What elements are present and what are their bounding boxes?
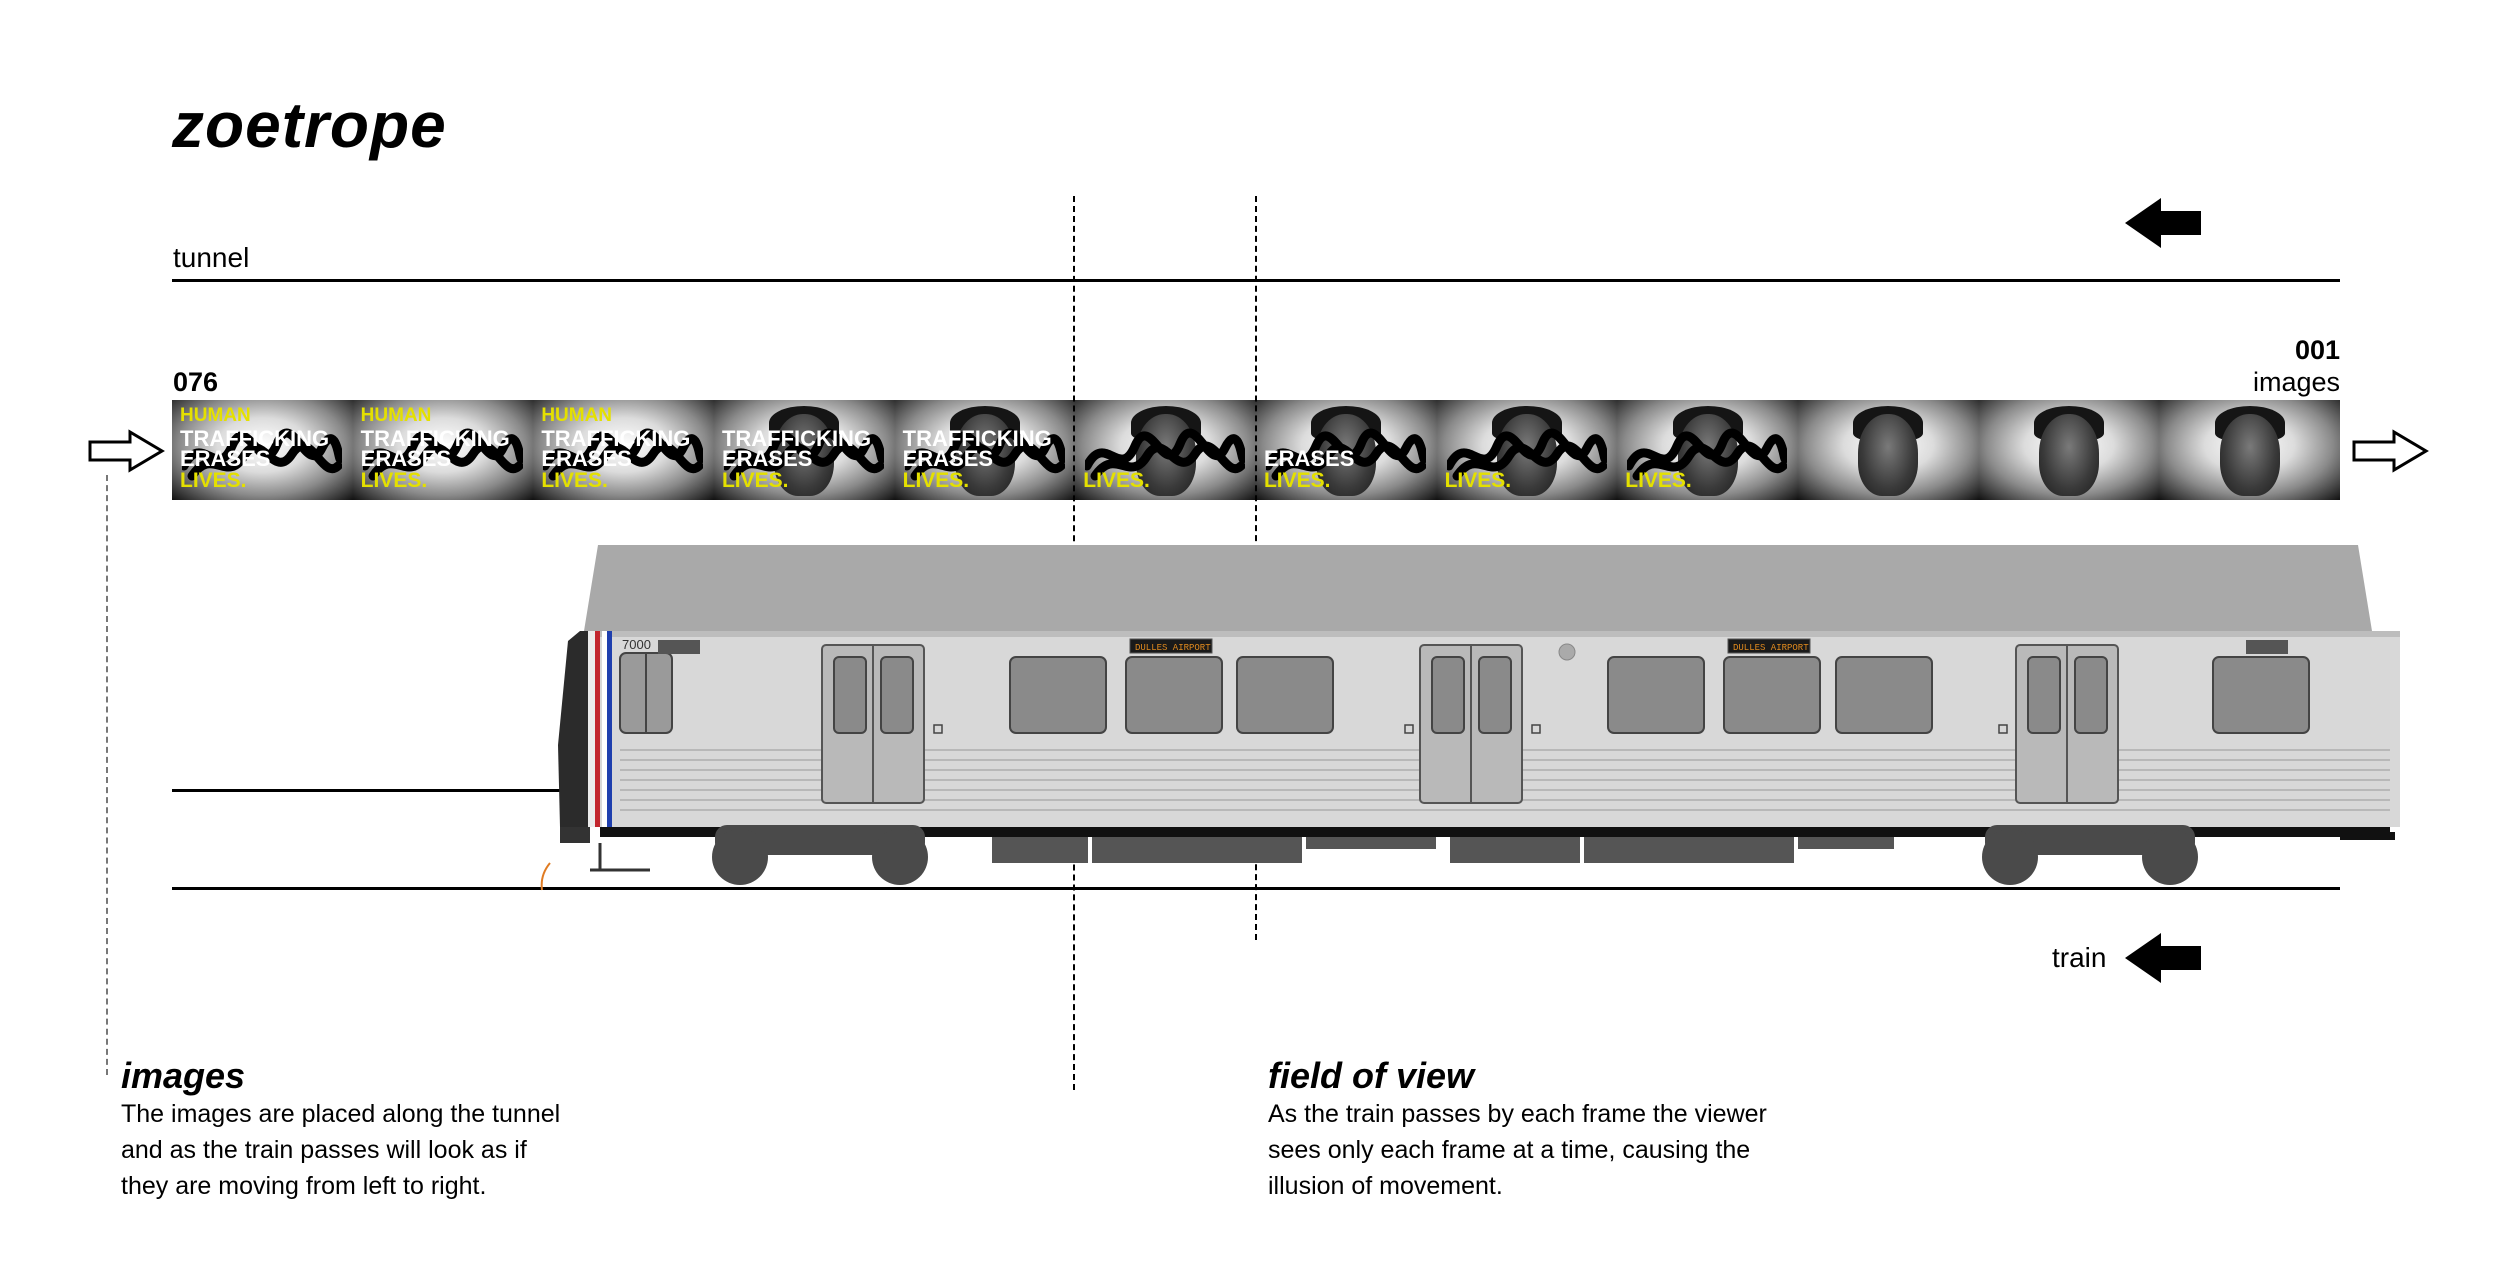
field-of-view-heading: field of view	[1268, 1055, 1475, 1096]
destination-sign: DULLES AIRPORT	[1733, 643, 1809, 653]
frame-text: LIVES.	[1444, 469, 1512, 492]
film-frame	[2159, 400, 2340, 500]
film-frame: LIVES.	[1617, 400, 1798, 500]
portrait-face	[1858, 414, 1919, 496]
field-of-view-description-line: illusion of movement.	[1268, 1172, 1503, 1200]
field-of-view-description-line: As the train passes by each frame the vi…	[1268, 1100, 1767, 1128]
images-heading: images	[121, 1055, 246, 1096]
frame-text: LIVES.	[902, 469, 970, 492]
frame-text: LIVES.	[1083, 469, 1150, 492]
frame-text: LIVES.	[180, 469, 247, 492]
frame-text: ERASES	[1263, 446, 1355, 471]
images-description-line: they are moving from left to right.	[121, 1172, 487, 1200]
portrait-face	[2219, 414, 2280, 496]
arrow-right-outline-icon	[2352, 429, 2429, 473]
frame-text: LIVES.	[541, 469, 608, 492]
images-description: The images are placed along the tunnel a…	[121, 1096, 681, 1204]
frame-text: HUMAN	[180, 405, 251, 426]
frame-text: ERASES	[541, 446, 632, 471]
film-frame	[1797, 400, 1979, 500]
frame-text: ERASES	[180, 446, 271, 471]
platform-line	[172, 789, 567, 792]
images-leader-line	[106, 475, 108, 1075]
frame-text: LIVES.	[360, 469, 428, 492]
frame-text: LIVES.	[1263, 469, 1331, 492]
film-frame: LIVES.	[1075, 400, 1256, 500]
arrow-left-icon	[2125, 198, 2201, 248]
frame-text: ERASES	[902, 446, 994, 471]
tunnel-label: tunnel	[173, 242, 250, 273]
frame-text: TRAFFICKING	[541, 426, 691, 451]
frame-text: ERASES	[360, 446, 452, 471]
frame-text: TRAFFICKING	[721, 426, 872, 451]
filmstrip-label: images	[2252, 367, 2340, 397]
destination-sign: DULLES AIRPORT	[1135, 643, 1211, 653]
film-frame	[1978, 400, 2160, 500]
frame-text: LIVES.	[1625, 469, 1692, 492]
frame-text: HUMAN	[541, 405, 613, 426]
field-of-view-description-line: sees only each frame at a time, causing …	[1268, 1136, 1751, 1164]
car-number: 7000	[622, 637, 651, 652]
train-car: 7000 DULLES AIRPORT DULLES AIRPORT	[540, 545, 2400, 891]
train-label: train	[2052, 942, 2107, 973]
frame-text: TRAFFICKING	[360, 426, 510, 451]
film-frame: LIVES.	[1436, 400, 1618, 500]
portrait-face	[2038, 414, 2099, 496]
filmstrip-end-index: 001	[2294, 335, 2340, 365]
images-description-line: and as the train passes will look as if	[121, 1136, 527, 1164]
track-line	[172, 887, 2340, 890]
images-description-line: The images are placed along the tunnel	[121, 1100, 561, 1128]
frame-text: ERASES	[721, 446, 813, 471]
arrow-right-outline-icon	[88, 429, 165, 473]
diagram-title: zoetrope	[172, 89, 447, 161]
frame-text: TRAFFICKING	[180, 426, 330, 451]
frame-text: LIVES.	[721, 469, 789, 492]
arrow-left-icon	[2125, 933, 2201, 983]
frame-text: TRAFFICKING	[902, 426, 1052, 451]
frame-text: HUMAN	[360, 405, 432, 426]
field-of-view-description: As the train passes by each frame the vi…	[1268, 1096, 1828, 1204]
filmstrip-start-index: 076	[173, 367, 219, 397]
